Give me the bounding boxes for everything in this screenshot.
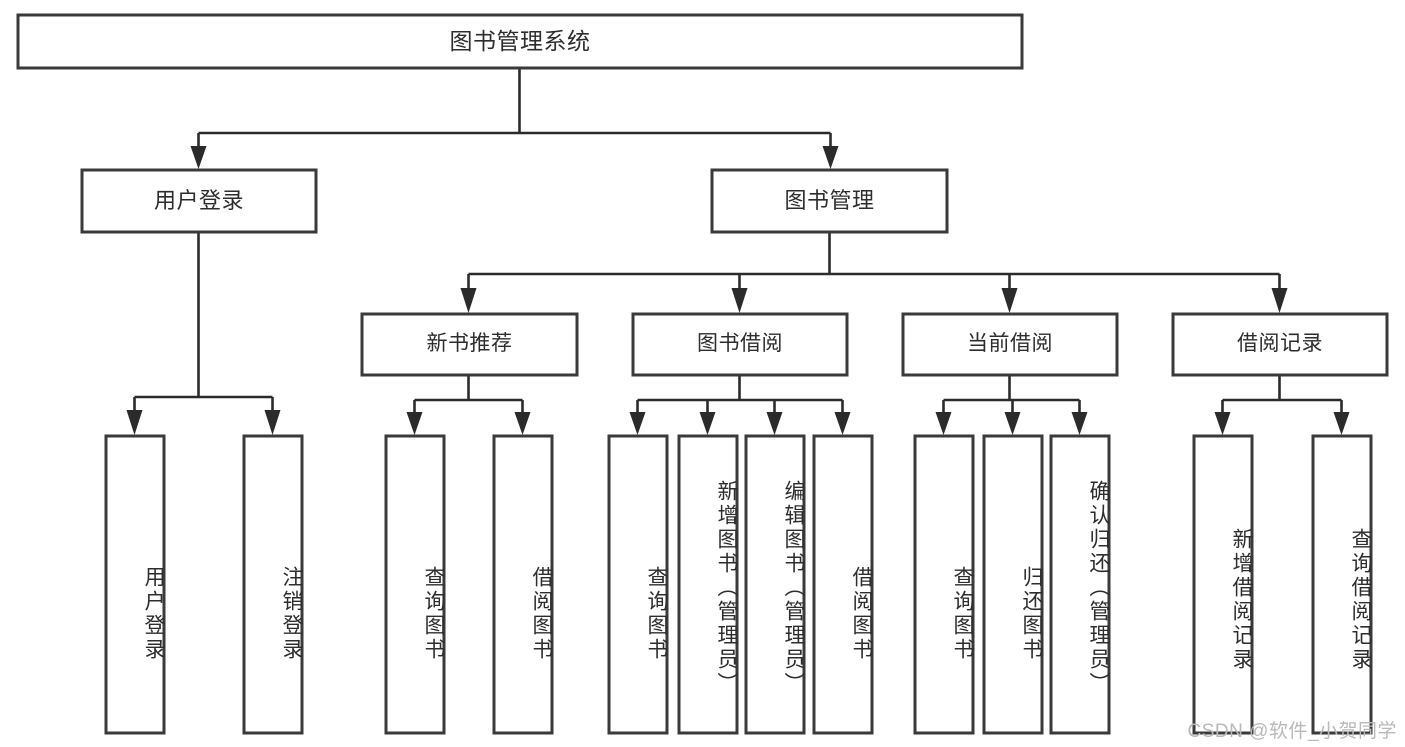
connector-group-new-book — [406, 375, 531, 435]
node-box-root[interactable] — [16, 13, 1024, 70]
node-box-borrow-record[interactable] — [1171, 312, 1389, 377]
leaf-box-book-borrow-3[interactable] — [812, 434, 874, 735]
node-box-new-book-recommend[interactable] — [360, 312, 579, 377]
arrowhead-bb-leaf4 — [834, 412, 851, 435]
arrowhead-br-leaf2 — [1333, 412, 1350, 435]
arrowhead-bb-leaf2 — [699, 412, 716, 435]
arrowhead-nb-leaf2 — [514, 412, 531, 435]
node-box-book-management[interactable] — [710, 168, 949, 234]
leaf-box-borrow-record-0[interactable] — [1192, 434, 1254, 735]
arrowhead-bb-leaf1 — [629, 412, 646, 435]
arrowhead-br-leaf1 — [1214, 412, 1231, 435]
watermark-text: CSDN @软件_小贺同学 — [1187, 721, 1397, 742]
leaf-box-current-borrow-2[interactable] — [1049, 434, 1111, 735]
connector-group-borrow-record — [1214, 375, 1350, 435]
arrowhead-bb-leaf3 — [766, 412, 783, 435]
arrowhead-nb-leaf1 — [406, 412, 423, 435]
arrowhead-current-borrow — [1001, 288, 1018, 313]
node-box-book-borrow[interactable] — [631, 312, 849, 377]
arrowhead-leaf-user-login — [126, 410, 143, 435]
arrowhead-book-mgmt — [822, 146, 839, 169]
arrowhead-cb-leaf3 — [1071, 412, 1088, 435]
arrowhead-leaf-logout — [264, 410, 281, 435]
connector-group-current-borrow — [935, 375, 1088, 435]
leaf-box-book-borrow-1[interactable] — [677, 434, 739, 735]
arrowhead-cb-leaf1 — [935, 412, 952, 435]
leaf-box-borrow-record-1[interactable] — [1311, 434, 1373, 735]
connector-group-book-borrow — [629, 375, 851, 435]
leaf-box-new-book-0[interactable] — [384, 434, 446, 735]
leaf-box-book-borrow-2[interactable] — [744, 434, 806, 735]
leaf-box-user-login-1[interactable] — [242, 434, 304, 735]
arrowhead-user-login — [190, 146, 207, 169]
leaf-box-new-book-1[interactable] — [492, 434, 554, 735]
arrowhead-book-borrow — [731, 288, 748, 313]
connector-group-user-login — [126, 232, 281, 435]
node-box-user-login[interactable] — [80, 168, 318, 234]
connector-group-book-mgmt — [460, 232, 1288, 313]
node-box-current-borrow[interactable] — [901, 312, 1119, 377]
arrowhead-new-book — [460, 288, 477, 313]
leaf-box-current-borrow-1[interactable] — [982, 434, 1044, 735]
arrowhead-cb-leaf2 — [1004, 412, 1021, 435]
connector-group-root — [190, 68, 839, 169]
arrowhead-borrow-record — [1271, 288, 1288, 313]
leaf-box-current-borrow-0[interactable] — [913, 434, 975, 735]
leaf-box-user-login-0[interactable] — [104, 434, 166, 735]
leaf-box-book-borrow-0[interactable] — [607, 434, 669, 735]
